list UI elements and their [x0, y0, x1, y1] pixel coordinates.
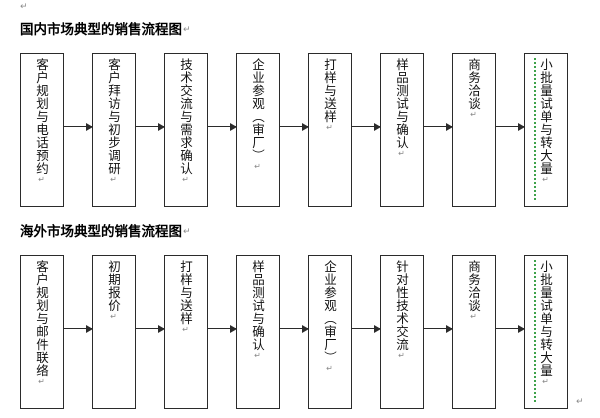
arrow-head-icon	[374, 324, 381, 333]
flow-node[interactable]: 初期报价↵	[92, 255, 136, 409]
flow-node-label: 针对性技术交流↵	[394, 260, 409, 361]
flow-node[interactable]: 商务洽谈↵	[452, 53, 496, 207]
arrow-head-icon	[158, 122, 165, 131]
flow-node-label: 客户规划与电话预约↵	[34, 58, 49, 185]
flow-node-label: 商务洽谈↵	[466, 260, 481, 322]
arrow-head-icon	[230, 324, 237, 333]
flow-arrow	[280, 122, 309, 131]
flow-node[interactable]: 打样与送样↵	[308, 53, 352, 207]
flow-node-label: 小批量试单与转大量↵	[538, 260, 553, 387]
arrow-head-icon	[446, 122, 453, 131]
flow-node[interactable]: 样品测试与确认↵	[236, 255, 280, 409]
paragraph-mark: ↵	[397, 351, 406, 361]
arrow-head-icon	[86, 122, 93, 131]
flow-arrow	[424, 122, 453, 131]
paragraph-mark: ↵	[37, 175, 46, 185]
section-title-domestic: 国内市场典型的销售流程图↵	[20, 22, 191, 38]
flow-node-label: 样品测试与确认↵	[394, 58, 409, 159]
flow-node-label: 初期报价↵	[106, 260, 121, 322]
section-title-text: 国内市场典型的销售流程图	[20, 22, 182, 38]
paragraph-mark: ↵	[253, 351, 262, 361]
flow-node[interactable]: 技术交流与需求确认↵	[164, 53, 208, 207]
paragraph-mark: ↵	[181, 175, 190, 185]
flow-arrow	[136, 324, 165, 333]
arrow-head-icon	[158, 324, 165, 333]
flow-node[interactable]: 小批量试单与转大量↵	[524, 53, 568, 207]
flow-arrow	[496, 122, 525, 131]
flow-node-label: 客户拜访与初步调研↵	[106, 58, 121, 185]
flow-arrow	[352, 122, 381, 131]
flow-arrow	[64, 324, 93, 333]
section-title-text: 海外市场典型的销售流程图	[20, 224, 182, 240]
flow-node[interactable]: 样品测试与确认↵	[380, 53, 424, 207]
flow-node[interactable]: 客户规划与电话预约↵	[20, 53, 64, 207]
arrow-head-icon	[302, 122, 309, 131]
flow-node-label: 打样与送样↵	[178, 260, 193, 335]
flow-node-label: 样品测试与确认↵	[250, 260, 265, 361]
paragraph-mark: ↵	[576, 397, 584, 407]
flow-arrow	[280, 324, 309, 333]
flow-arrow	[208, 324, 237, 333]
paragraph-mark: ↵	[469, 312, 478, 322]
arrow-head-icon	[518, 324, 525, 333]
paragraph-mark: ↵	[183, 227, 191, 237]
flowchart-domestic: 客户规划与电话预约↵ 客户拜访与初步调研↵ 技术交流与需求确认↵ 企业参观（审厂）↵ 打…	[0, 53, 600, 207]
paragraph-mark: ↵	[181, 325, 190, 335]
paragraph-mark: ↵	[541, 377, 550, 387]
flow-node-label: 商务洽谈↵	[466, 58, 481, 120]
flow-node[interactable]: 企业参观（审厂）↵	[236, 53, 280, 207]
arrow-head-icon	[86, 324, 93, 333]
paragraph-mark: ↵	[325, 364, 334, 374]
flow-arrow	[208, 122, 237, 131]
flow-arrow	[424, 324, 453, 333]
paragraph-mark: ↵	[109, 175, 118, 185]
section-title-overseas: 海外市场典型的销售流程图↵	[20, 224, 191, 240]
paragraph-mark: ↵	[109, 312, 118, 322]
flow-node[interactable]: 打样与送样↵	[164, 255, 208, 409]
paragraph-mark: ↵	[253, 162, 262, 172]
paragraph-mark: ↵	[325, 123, 334, 133]
flow-arrow	[136, 122, 165, 131]
flow-node[interactable]: 企业参观（审厂）↵	[308, 255, 352, 409]
flow-arrow	[64, 122, 93, 131]
flow-node[interactable]: 针对性技术交流↵	[380, 255, 424, 409]
flow-arrow	[352, 324, 381, 333]
flowchart-overseas: 客户规划与邮件联络↵ 初期报价↵ 打样与送样↵ 样品测试与确认↵ 企业参观（审厂）↵ 针对…	[0, 255, 600, 409]
paragraph-mark: ↵	[397, 149, 406, 159]
arrow-head-icon	[302, 324, 309, 333]
flow-node[interactable]: 商务洽谈↵	[452, 255, 496, 409]
paragraph-mark: ↵	[541, 175, 550, 185]
arrow-head-icon	[374, 122, 381, 131]
flow-node-label: 技术交流与需求确认↵	[178, 58, 193, 185]
flow-node-label: 客户规划与邮件联络↵	[34, 260, 49, 387]
flow-arrow	[496, 324, 525, 333]
flow-node[interactable]: 客户拜访与初步调研↵	[92, 53, 136, 207]
flow-node-label: 小批量试单与转大量↵	[538, 58, 553, 185]
arrow-head-icon	[230, 122, 237, 131]
flow-node-label: 打样与送样↵	[322, 58, 337, 133]
arrow-head-icon	[518, 122, 525, 131]
flow-node-label: 企业参观（审厂）↵	[250, 58, 265, 172]
paragraph-mark: ↵	[183, 25, 191, 35]
flow-node[interactable]: 小批量试单与转大量↵	[524, 255, 568, 409]
paragraph-mark: ↵	[469, 110, 478, 120]
paragraph-mark: ↵	[37, 377, 46, 387]
flow-node-label: 企业参观（审厂）↵	[322, 260, 337, 374]
arrow-head-icon	[446, 324, 453, 333]
flow-node[interactable]: 客户规划与邮件联络↵	[20, 255, 64, 409]
paragraph-mark: ↵	[20, 2, 28, 12]
